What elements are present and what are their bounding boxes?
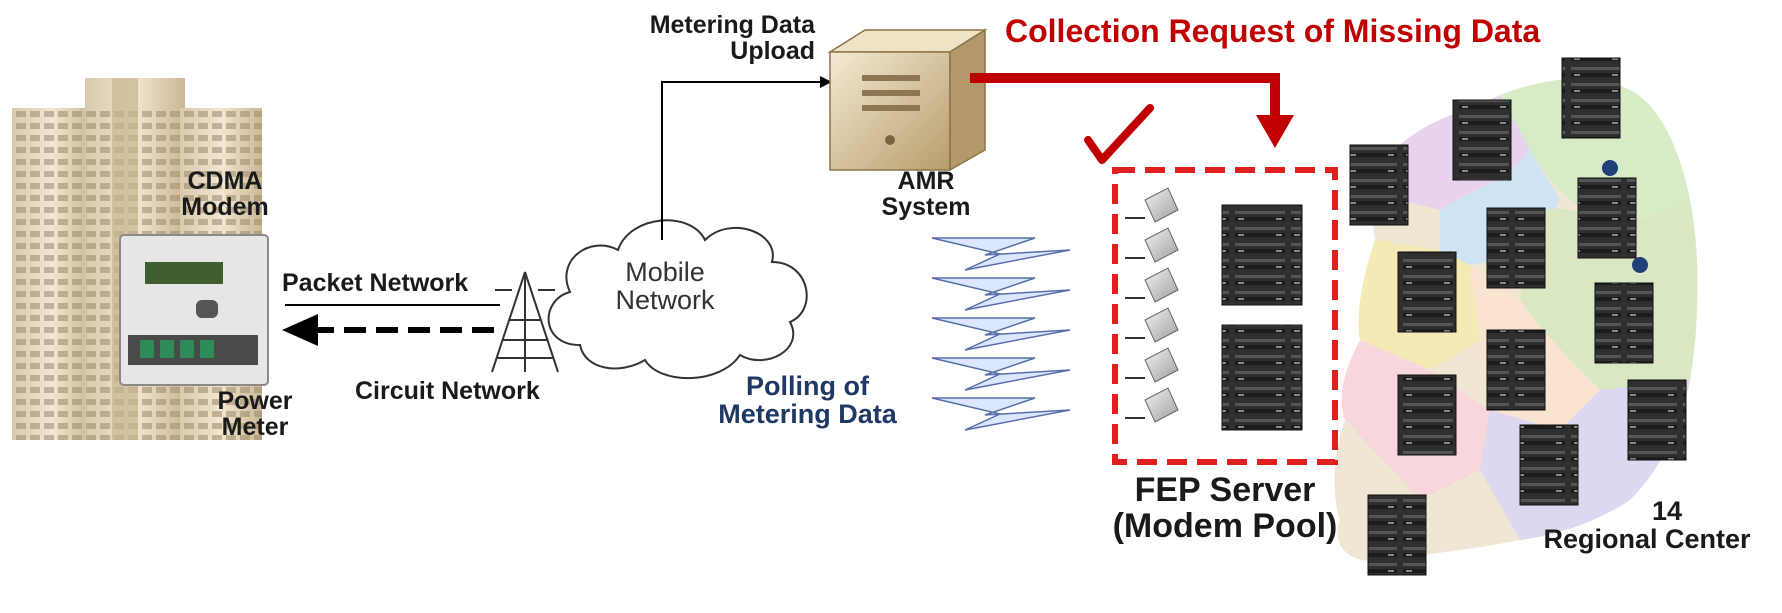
- server-rack-icon: [1452, 99, 1512, 181]
- amr-server-icon: [827, 28, 988, 172]
- server-rack-icon: [1577, 177, 1637, 259]
- cloud-icon: [547, 219, 808, 380]
- server-rack-icon: [1221, 324, 1303, 431]
- server-rack-icon: [1397, 374, 1457, 456]
- packet-network-label: Packet Network: [282, 269, 469, 297]
- collection-request-label: Collection Request of Missing Data: [1005, 13, 1541, 49]
- polling-lightning-icons: [931, 237, 1071, 431]
- power-meter-icon: [119, 234, 269, 386]
- modem-icon: [1125, 187, 1179, 223]
- server-rack-icon: [1486, 207, 1546, 289]
- collection-request-arrow: [970, 73, 1294, 148]
- modem-icon: [1125, 387, 1179, 423]
- circuit-network-label: Circuit Network: [355, 377, 540, 405]
- modem-icon: [1125, 227, 1179, 263]
- circuit-network-arrow: [282, 314, 498, 346]
- server-rack-icon: [1349, 144, 1409, 226]
- modem-icon: [1125, 307, 1179, 343]
- server-rack-icon: [1561, 57, 1621, 139]
- fep-server-label: FEP Server(Modem Pool): [1112, 471, 1338, 545]
- server-rack-icon: [1486, 329, 1546, 411]
- modem-icon: [1125, 347, 1179, 383]
- upload-arrow: [661, 76, 832, 240]
- server-rack-icon: [1397, 251, 1457, 333]
- server-rack-icon: [1519, 424, 1579, 506]
- server-rack-icon: [1367, 494, 1427, 576]
- check-mark-icon: [1084, 104, 1154, 164]
- server-rack-icon: [1594, 282, 1654, 364]
- modem-pool: [1125, 187, 1179, 423]
- server-rack-icon: [1627, 379, 1687, 461]
- server-rack-icon: [1221, 204, 1303, 306]
- modem-icon: [1125, 267, 1179, 303]
- regional-server-racks: [1349, 57, 1687, 576]
- cell-tower-icon: [491, 271, 559, 373]
- fep-server-box: [1112, 167, 1338, 465]
- fep-server-racks: [1221, 204, 1303, 431]
